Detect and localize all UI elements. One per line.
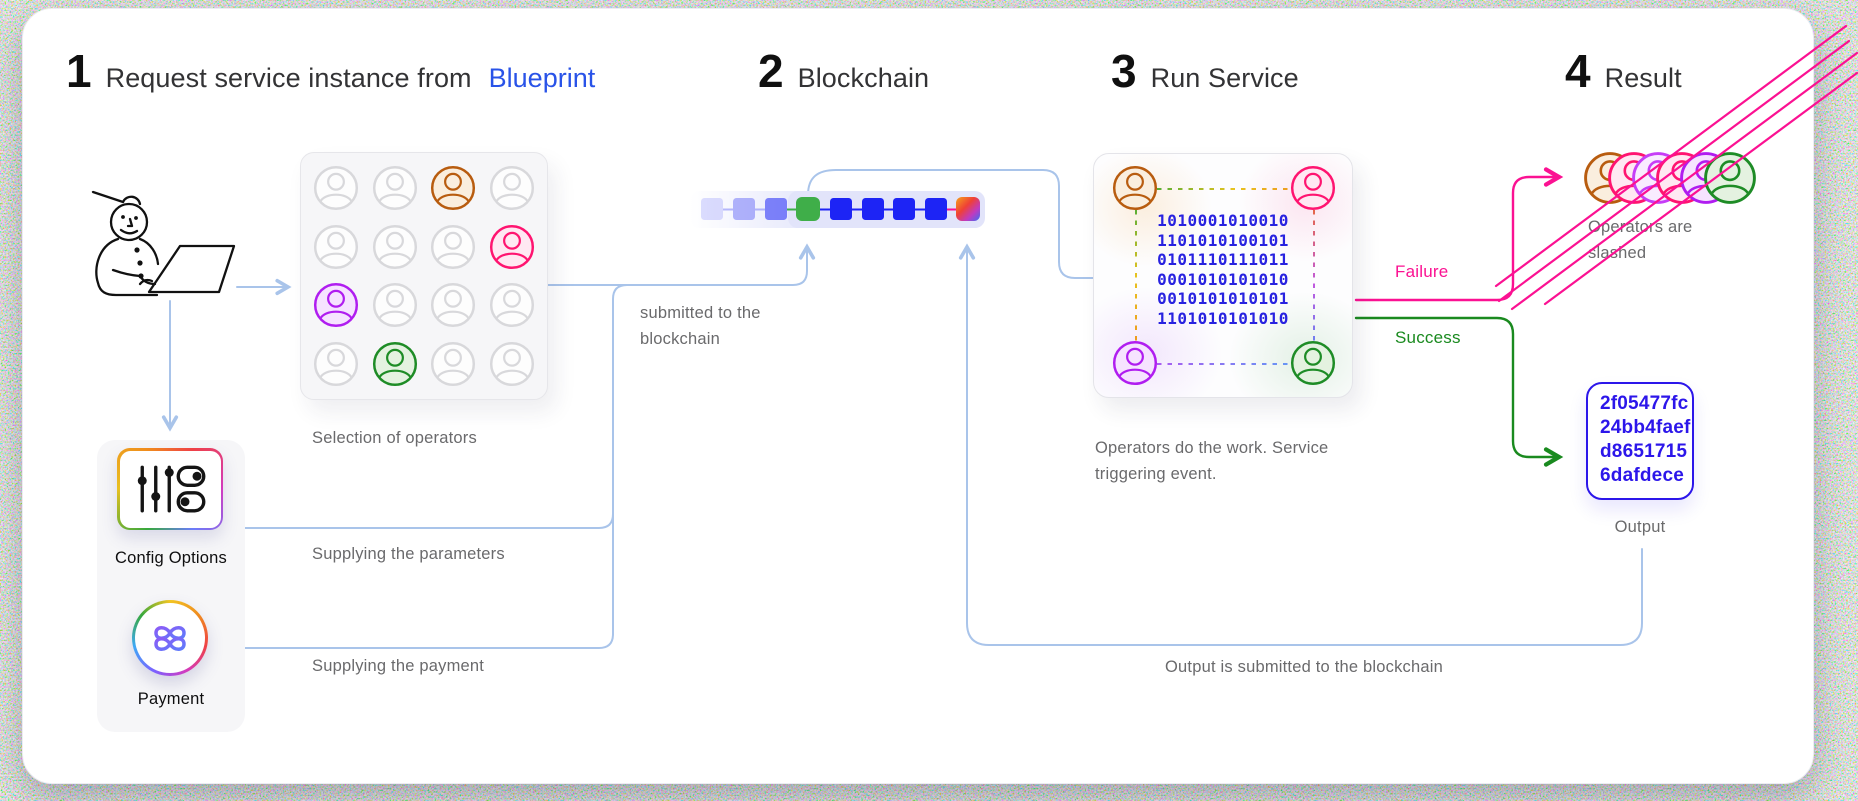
step-1-title-accent-blueprint: Blueprint [488,63,596,93]
knot-loops-icon [154,626,186,651]
payment-badge [132,600,208,676]
step-1-number: 1 [66,45,92,97]
payment-label: Payment [137,690,205,708]
step-1-header: 1 Request service instance from Blueprin… [66,44,595,98]
operator-avatar-gray [430,224,476,270]
operator-avatar-gray [489,282,535,328]
operator-avatar-gray [313,341,359,387]
avatar-pink-icon [489,224,534,269]
avatar-green-icon [372,341,417,386]
avatar-gray-icon [372,166,417,211]
step-3-title: Run Service [1150,63,1299,93]
service-caption: Operators do the work. Service triggerin… [1095,439,1329,483]
avatar-gray-icon [314,224,359,269]
config-options-box [117,448,223,530]
service-corner-avatar-purple [1112,340,1158,386]
avatar-gray-icon [431,224,476,269]
operator-avatar-gray [313,224,359,270]
success-label: Success [1395,328,1461,347]
operator-avatar-gray [372,224,418,270]
failure-label: Failure [1395,262,1449,281]
step-3-header: 3 Run Service [1111,44,1299,98]
operator-avatar-gray [489,165,535,211]
avatar-purple-icon [1112,340,1158,386]
operator-avatar-gray [430,282,476,328]
avatar-gray-icon [431,283,476,328]
service-corner-avatar-green [1290,340,1336,386]
parameters-caption: Supplying the parameters [312,545,505,563]
operator-avatar-purple [313,282,359,328]
operator-avatar-green [372,341,418,387]
service-corner-avatar-orange [1112,165,1158,211]
step-4-number: 4 [1565,45,1591,97]
avatar-gray-icon [314,166,359,211]
payment-caption: Supplying the payment [312,657,485,675]
operator-avatar-pink [489,224,535,270]
step-3-number: 3 [1111,45,1137,97]
submitted-caption: submitted to the blockchain [640,304,761,348]
service-corner-avatar-pink [1290,165,1336,211]
step-2-title: Blockchain [797,63,930,93]
avatar-purple-icon [314,283,359,328]
operator-avatar-gray [489,341,535,387]
step-2-number: 2 [758,45,784,97]
avatar-gray-icon [489,166,534,211]
bottom-caption: Output is submitted to the blockchain [1165,658,1443,676]
step-1-title: Request service instance from [105,63,472,93]
step-2-header: 2 Blockchain [758,44,929,98]
avatar-green-icon [1290,340,1336,386]
avatar-green-icon [1704,152,1756,204]
avatar-gray-icon [431,341,476,386]
operator-avatar-gray [372,282,418,328]
operator-selection-grid [300,152,548,400]
avatar-gray-icon [489,283,534,328]
operator-avatar-orange [430,165,476,211]
slashed-avatar-green [1703,151,1757,205]
slashed-caption: Operators are slashed [1588,218,1693,262]
step-4-title: Result [1604,63,1682,93]
snowman-user-illustration [91,190,236,297]
avatar-gray-icon [489,341,534,386]
avatar-gray-icon [372,283,417,328]
output-label: Output [1614,518,1666,536]
avatar-pink-icon [1290,165,1336,211]
operator-avatar-gray [430,341,476,387]
avatar-gray-icon [314,341,359,386]
step-4-header: 4 Result [1565,44,1682,98]
avatar-orange-icon [1112,165,1158,211]
operators-caption: Selection of operators [312,429,477,447]
operator-avatar-gray [372,165,418,211]
sliders-and-toggles-icon [137,465,206,513]
operator-avatar-gray [313,165,359,211]
config-options-label: Config Options [115,549,227,567]
avatar-gray-icon [372,224,417,269]
avatar-orange-icon [431,166,476,211]
